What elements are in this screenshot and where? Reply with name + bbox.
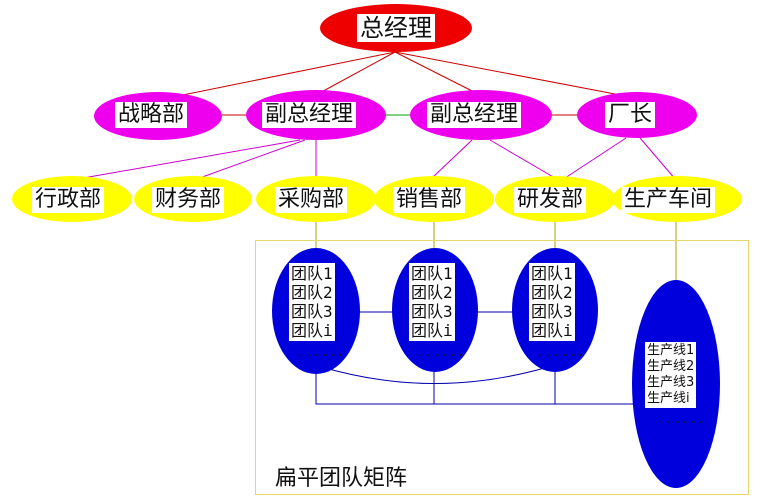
team-item: 团队i (411, 321, 453, 340)
team-item: 团队i (291, 321, 333, 340)
factory-director-label: 厂长 (605, 102, 656, 128)
dept-purchasing-label: 采购部 (275, 187, 348, 213)
dept-sales-label: 销售部 (393, 187, 466, 213)
connector-vp2-rnd (489, 139, 556, 179)
connector-team-bus (315, 370, 636, 405)
vp1-label: 副总经理 (262, 102, 357, 128)
production-line-item: 生产线1 (647, 343, 695, 358)
dept-admin-label: 行政部 (32, 187, 105, 213)
connector-director-rnd (561, 137, 627, 181)
connector-gm-vp1 (315, 51, 396, 96)
dept-workshop-label: 生产车间 (621, 187, 716, 213)
team-item: 团队2 (291, 283, 333, 302)
team-more-rnd: ...... (536, 345, 586, 359)
production-line-item: 生产线i (647, 391, 690, 406)
dept-finance-label: 财务部 (152, 187, 225, 213)
team-more-purchasing: ...... (296, 345, 346, 359)
flat-team-matrix-frame (255, 240, 749, 495)
team-item: 团队1 (411, 264, 453, 283)
dept-rnd-label: 研发部 (514, 187, 587, 213)
connector-vp2-sales (431, 139, 473, 179)
strategy-label: 战略部 (115, 102, 188, 128)
connector-vp1-admin (71, 139, 301, 181)
vp2-label: 副总经理 (427, 102, 522, 128)
team-list-rnd: 团队1 团队2 团队3 团队i (529, 263, 575, 341)
production-line-list: 生产线1 生产线2 生产线3 生产线i (645, 342, 697, 408)
team-item: 团队i (531, 321, 573, 340)
connector-gm-strategy (157, 51, 396, 101)
connector-gm-director (394, 51, 637, 99)
connector-vp1-finance (193, 139, 306, 181)
team-item: 团队3 (531, 302, 573, 321)
connector-director-workshop (639, 137, 677, 181)
team-item: 团队3 (291, 302, 333, 321)
production-line-item: 生产线3 (647, 375, 695, 390)
team-list-purchasing: 团队1 团队2 团队3 团队i (289, 263, 335, 341)
team-item: 团队1 (291, 264, 333, 283)
team-item: 团队2 (531, 283, 573, 302)
production-line-more: ...... (656, 412, 706, 426)
connector-gm-vp2 (394, 51, 481, 96)
team-list-sales: 团队1 团队2 团队3 团队i (409, 263, 455, 341)
production-line-item: 生产线2 (647, 359, 695, 374)
flat-team-matrix-label: 扁平团队矩阵 (275, 466, 408, 491)
general-manager-label: 总经理 (357, 14, 435, 42)
team-more-sales: ...... (416, 345, 466, 359)
team-item: 团队3 (411, 302, 453, 321)
team-item: 团队2 (411, 283, 453, 302)
team-item: 团队1 (531, 264, 573, 283)
